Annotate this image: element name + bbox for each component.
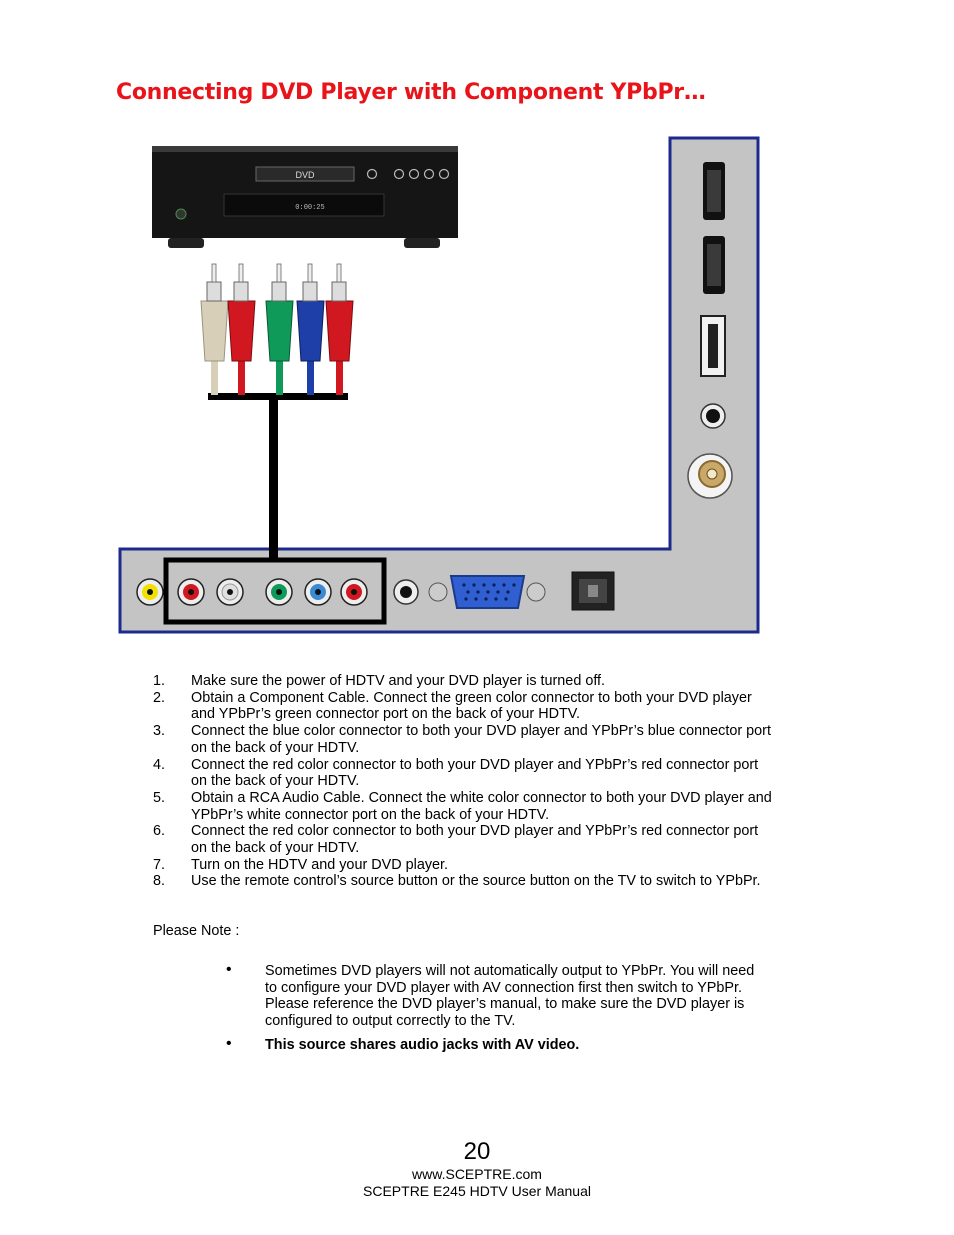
- dvd-player: DVD 0:00:25: [152, 146, 458, 248]
- pc-audio-jack: [393, 579, 419, 605]
- page-title: Connecting DVD Player with Component YPb…: [116, 80, 706, 105]
- hdmi-port-1: [703, 162, 725, 220]
- audio-out-jack: [700, 403, 726, 429]
- footer-website: www.SCEPTRE.com: [412, 1166, 542, 1182]
- footer-manual-title: SCEPTRE E245 HDTV User Manual: [363, 1183, 591, 1199]
- ypbpr-pb-jack: [304, 578, 332, 606]
- optical-port: [571, 571, 615, 611]
- ypbpr-y-jack: [265, 578, 293, 606]
- dvd-label: DVD: [295, 170, 315, 180]
- step-item: 4.Connect the red color connector to bot…: [153, 756, 759, 790]
- bullet-icon: •: [226, 1034, 232, 1052]
- bullet-icon: •: [226, 961, 232, 978]
- usb-port: [700, 315, 726, 377]
- hdmi-port-2: [703, 236, 725, 294]
- ypbpr-audio-r-jack: [177, 578, 205, 606]
- step-item: 3.Connect the blue color connector to bo…: [153, 723, 771, 756]
- plug-white: [200, 263, 229, 395]
- step-item: 8.Use the remote control’s source button…: [153, 873, 761, 890]
- coax-antenna-port: [687, 453, 733, 499]
- step-item: 2.Obtain a Component Cable. Connect the …: [153, 689, 752, 723]
- step-item: 1.Make sure the power of HDTV and your D…: [153, 673, 606, 689]
- step-item: 5.Obtain a RCA Audio Cable. Connect the …: [153, 789, 772, 823]
- step-item: 7.Turn on the HDTV and your DVD player.: [153, 856, 449, 873]
- note-item: •This source shares audio jacks with AV …: [226, 1034, 580, 1053]
- av-video-jack: [136, 578, 164, 606]
- instruction-steps: 1.Make sure the power of HDTV and your D…: [153, 673, 773, 890]
- note-item: •Sometimes DVD players will not automati…: [226, 961, 755, 1030]
- page-number: 20: [463, 1138, 491, 1165]
- page-footer: 20 www.SCEPTRE.com SCEPTRE E245 HDTV Use…: [0, 1138, 954, 1200]
- ypbpr-pr-jack: [340, 578, 368, 606]
- cable-bus-vertical: [269, 393, 278, 559]
- notes-list: •Sometimes DVD players will not automati…: [226, 961, 766, 1061]
- step-item: 6.Connect the red color connector to bot…: [153, 823, 759, 857]
- dvd-display: 0:00:25: [295, 204, 324, 212]
- note-label: Please Note :: [153, 923, 240, 939]
- component-port-highlight: [163, 557, 387, 625]
- plug-red-2: [325, 263, 354, 395]
- connection-diagram: DVD 0:00:25: [118, 136, 760, 634]
- vga-port: [428, 575, 546, 609]
- plug-blue: [296, 263, 325, 395]
- ypbpr-audio-l-jack: [216, 578, 244, 606]
- plug-green: [265, 263, 294, 395]
- plug-red-1: [227, 263, 256, 395]
